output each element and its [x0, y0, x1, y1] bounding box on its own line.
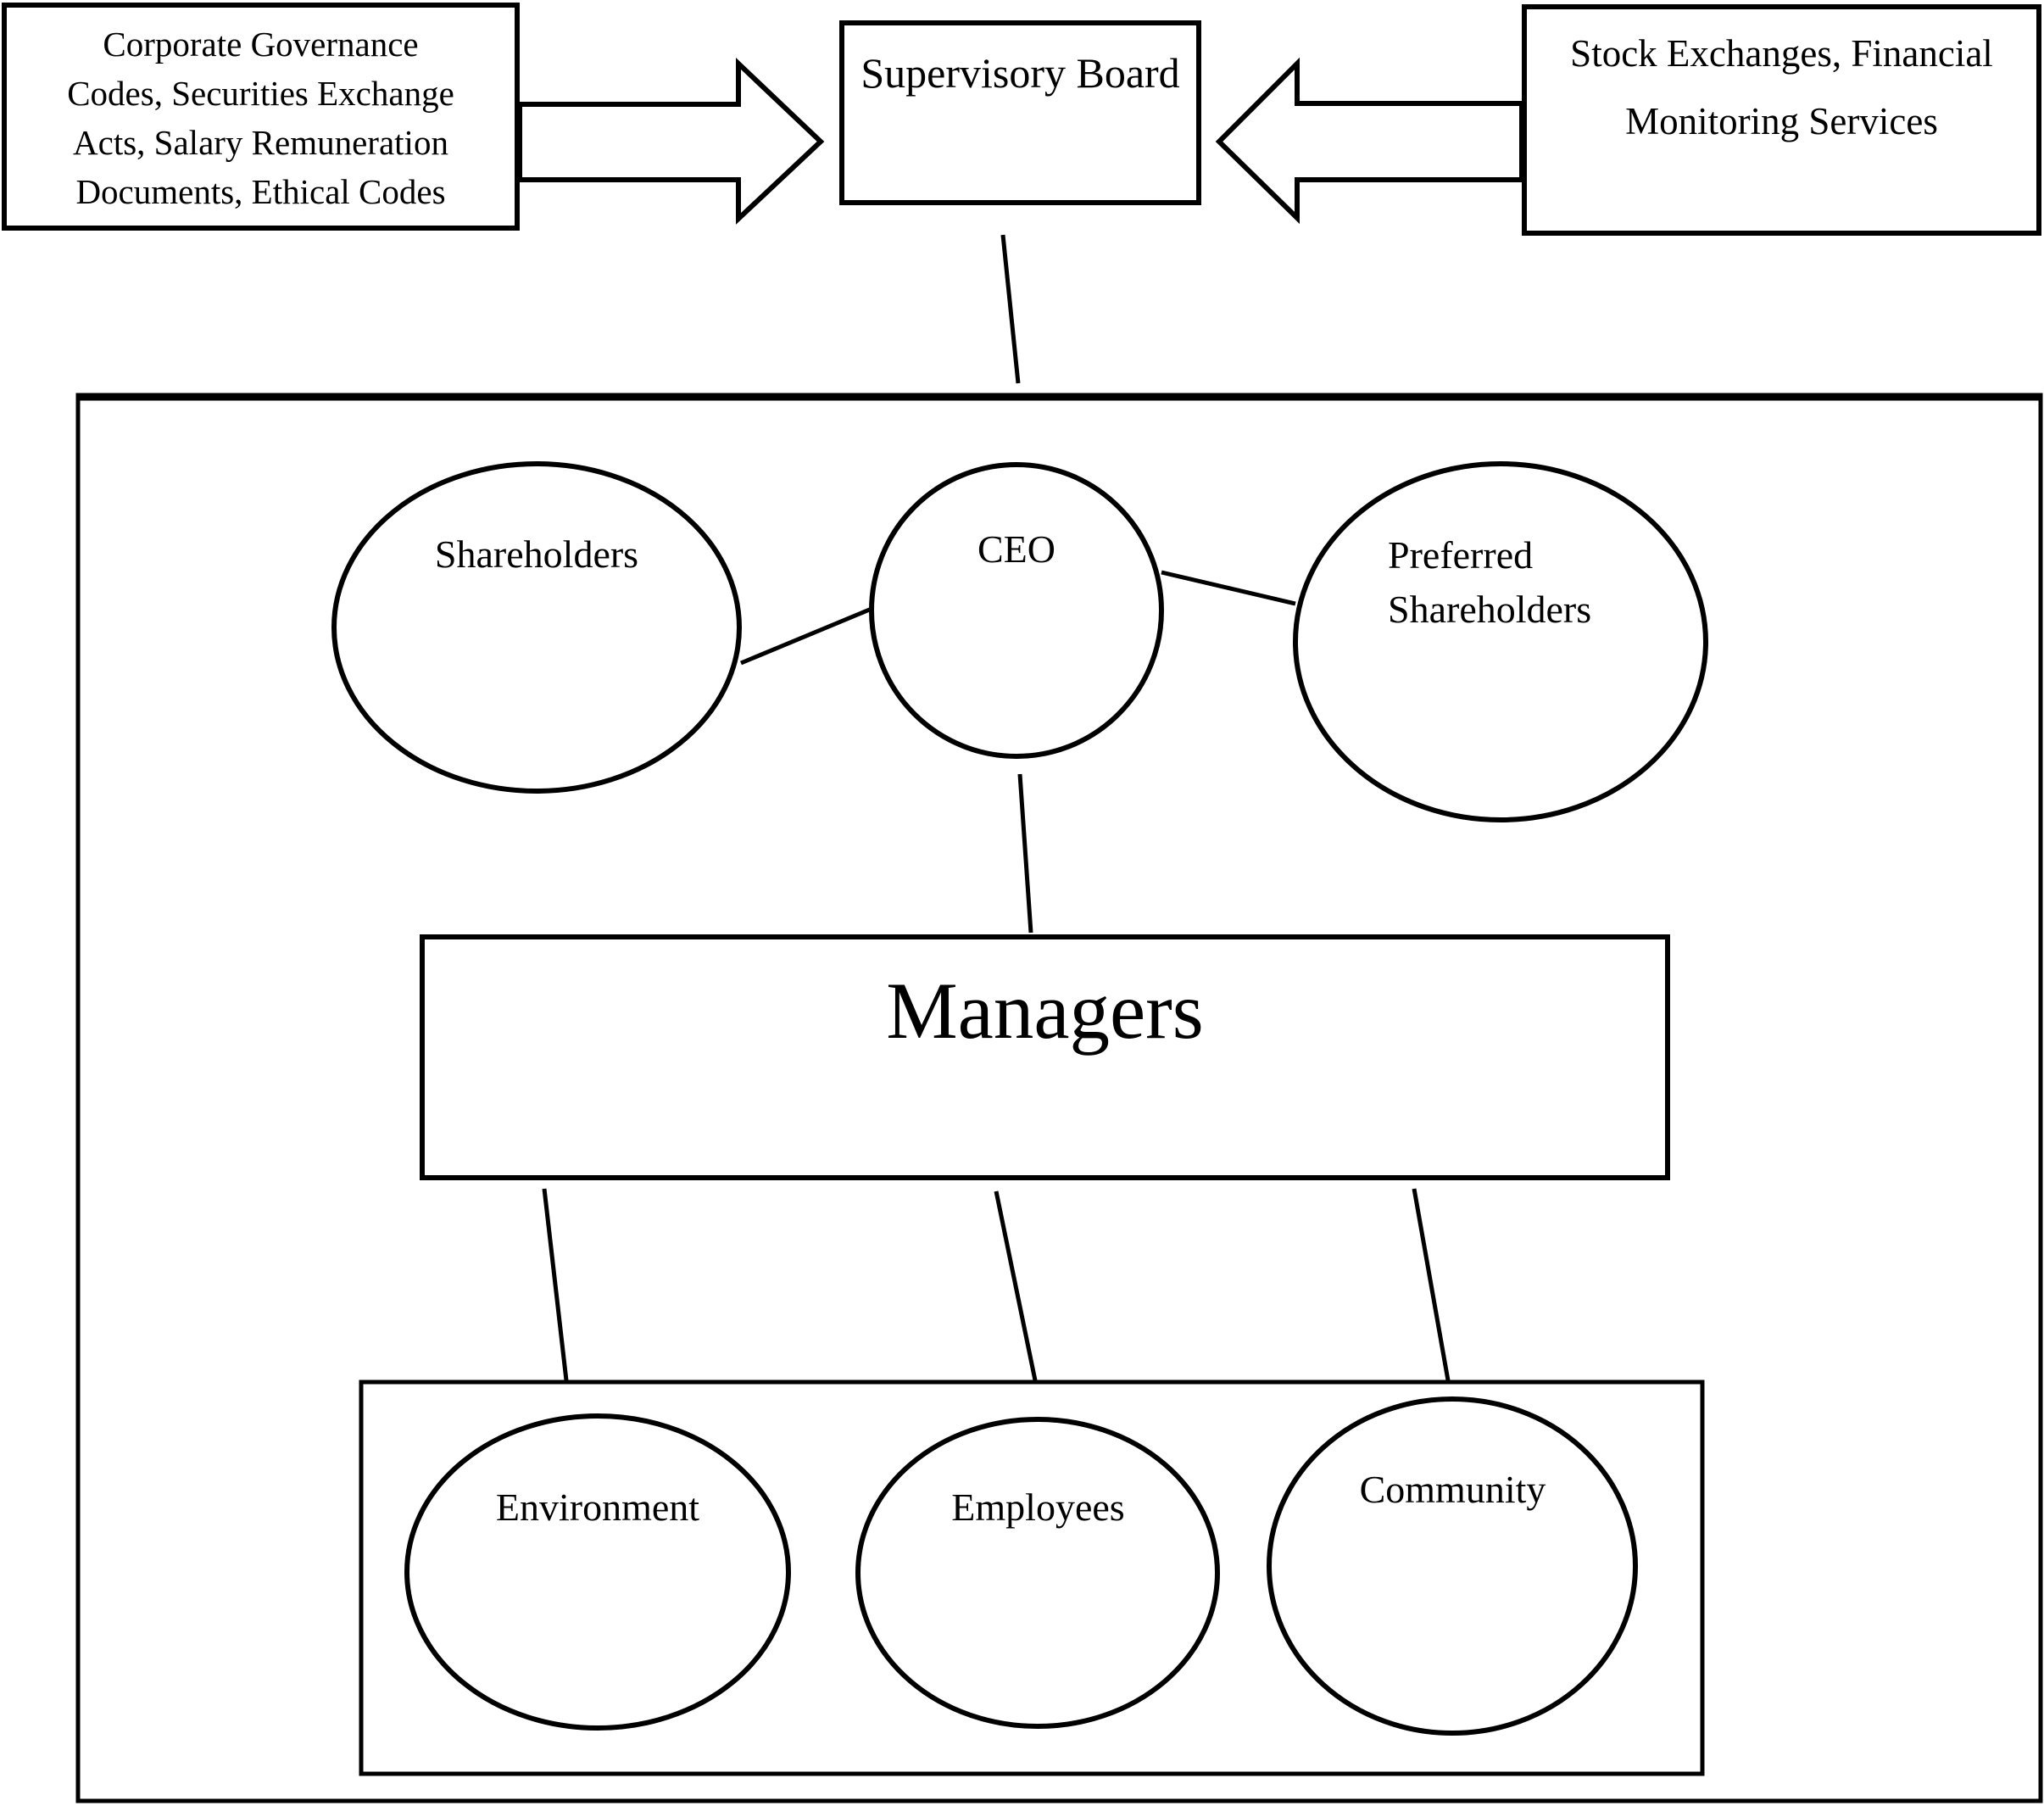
- regulations-line: Acts, Salary Remuneration: [73, 123, 448, 162]
- community-ellipse: [1267, 1396, 1638, 1736]
- connector-supervisory-governance: [1000, 234, 1021, 384]
- environment-ellipse: [404, 1413, 791, 1731]
- connector-ceo-managers: [1017, 773, 1033, 934]
- regulations-line: Codes, Securities Exchange: [67, 74, 454, 113]
- regulations-line: Documents, Ethical Codes: [75, 172, 446, 211]
- shareholders-label: Shareholders: [434, 532, 639, 576]
- connector-shareholders-ceo: [740, 606, 872, 666]
- preferred-shareholders-line: Shareholders: [1388, 588, 1592, 631]
- supervisory-board-box: Supervisory Board: [839, 20, 1201, 205]
- managers-label: Managers: [886, 966, 1204, 1056]
- connector-ceo-preferred: [1161, 570, 1296, 606]
- block-arrow-right-icon: [517, 58, 825, 225]
- supervisory-board-label: Supervisory Board: [860, 49, 1180, 97]
- ceo-ellipse: [869, 462, 1164, 759]
- connector-managers-employees: [994, 1190, 1038, 1381]
- employees-ellipse: [855, 1417, 1220, 1729]
- preferred-shareholders-ellipse: [1293, 461, 1708, 822]
- monitors-line: Monitoring Services: [1625, 100, 1938, 142]
- ceo-label: CEO: [977, 527, 1055, 571]
- regulations-line: Corporate Governance: [103, 25, 419, 64]
- monitors-line: Stock Exchanges, Financial: [1570, 32, 1993, 75]
- preferred-shareholders-line: Preferred: [1388, 533, 1534, 577]
- block-arrow-left-icon: [1215, 57, 1524, 225]
- stakeholders-box: [359, 1380, 1705, 1776]
- preferred-shareholders-label: Preferred Shareholders: [1388, 528, 1591, 637]
- environment-label: Environment: [495, 1485, 700, 1529]
- connector-managers-environment: [542, 1188, 569, 1381]
- community-label: Community: [1359, 1468, 1546, 1511]
- managers-box: [420, 934, 1670, 1180]
- regulations-box: Corporate Governance Codes, Securities E…: [2, 3, 520, 231]
- employees-label: Employees: [951, 1485, 1125, 1529]
- connector-managers-community: [1412, 1188, 1451, 1381]
- monitors-box: Stock Exchanges, Financial Monitoring Se…: [1522, 4, 2041, 236]
- shareholders-ellipse: [331, 461, 742, 794]
